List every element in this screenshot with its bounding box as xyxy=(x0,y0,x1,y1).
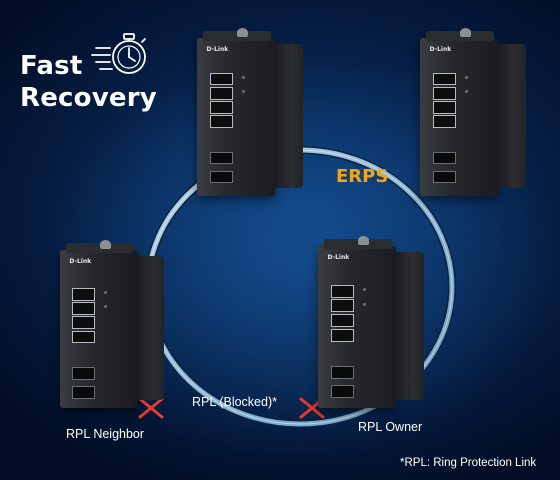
blocked-link-icon xyxy=(138,397,164,419)
switch-top-right: D-Link xyxy=(420,28,526,196)
switch-top-left: D-Link xyxy=(197,28,303,196)
title-line-2: Recovery xyxy=(20,83,157,113)
switch-brand: D-Link xyxy=(206,46,229,53)
footnote: *RPL: Ring Protection Link xyxy=(400,457,537,469)
stopwatch-icon xyxy=(91,33,146,74)
rpl-blocked-label: RPL (Blocked)* xyxy=(192,395,277,409)
title-line-1: Fast xyxy=(20,51,83,81)
switch-brand: D-Link xyxy=(327,254,350,261)
switch-brand: D-Link xyxy=(429,46,452,53)
rpl-neighbor-label: RPL Neighbor xyxy=(66,427,145,441)
switch-rpl-owner: D-Link xyxy=(318,236,424,408)
rpl-owner-label: RPL Owner xyxy=(358,420,423,434)
switch-rpl-neighbor: D-Link xyxy=(60,240,164,408)
page-title: Fast Recovery xyxy=(20,50,157,114)
switch-brand: D-Link xyxy=(69,258,92,265)
erps-label: ERPS xyxy=(336,166,389,187)
